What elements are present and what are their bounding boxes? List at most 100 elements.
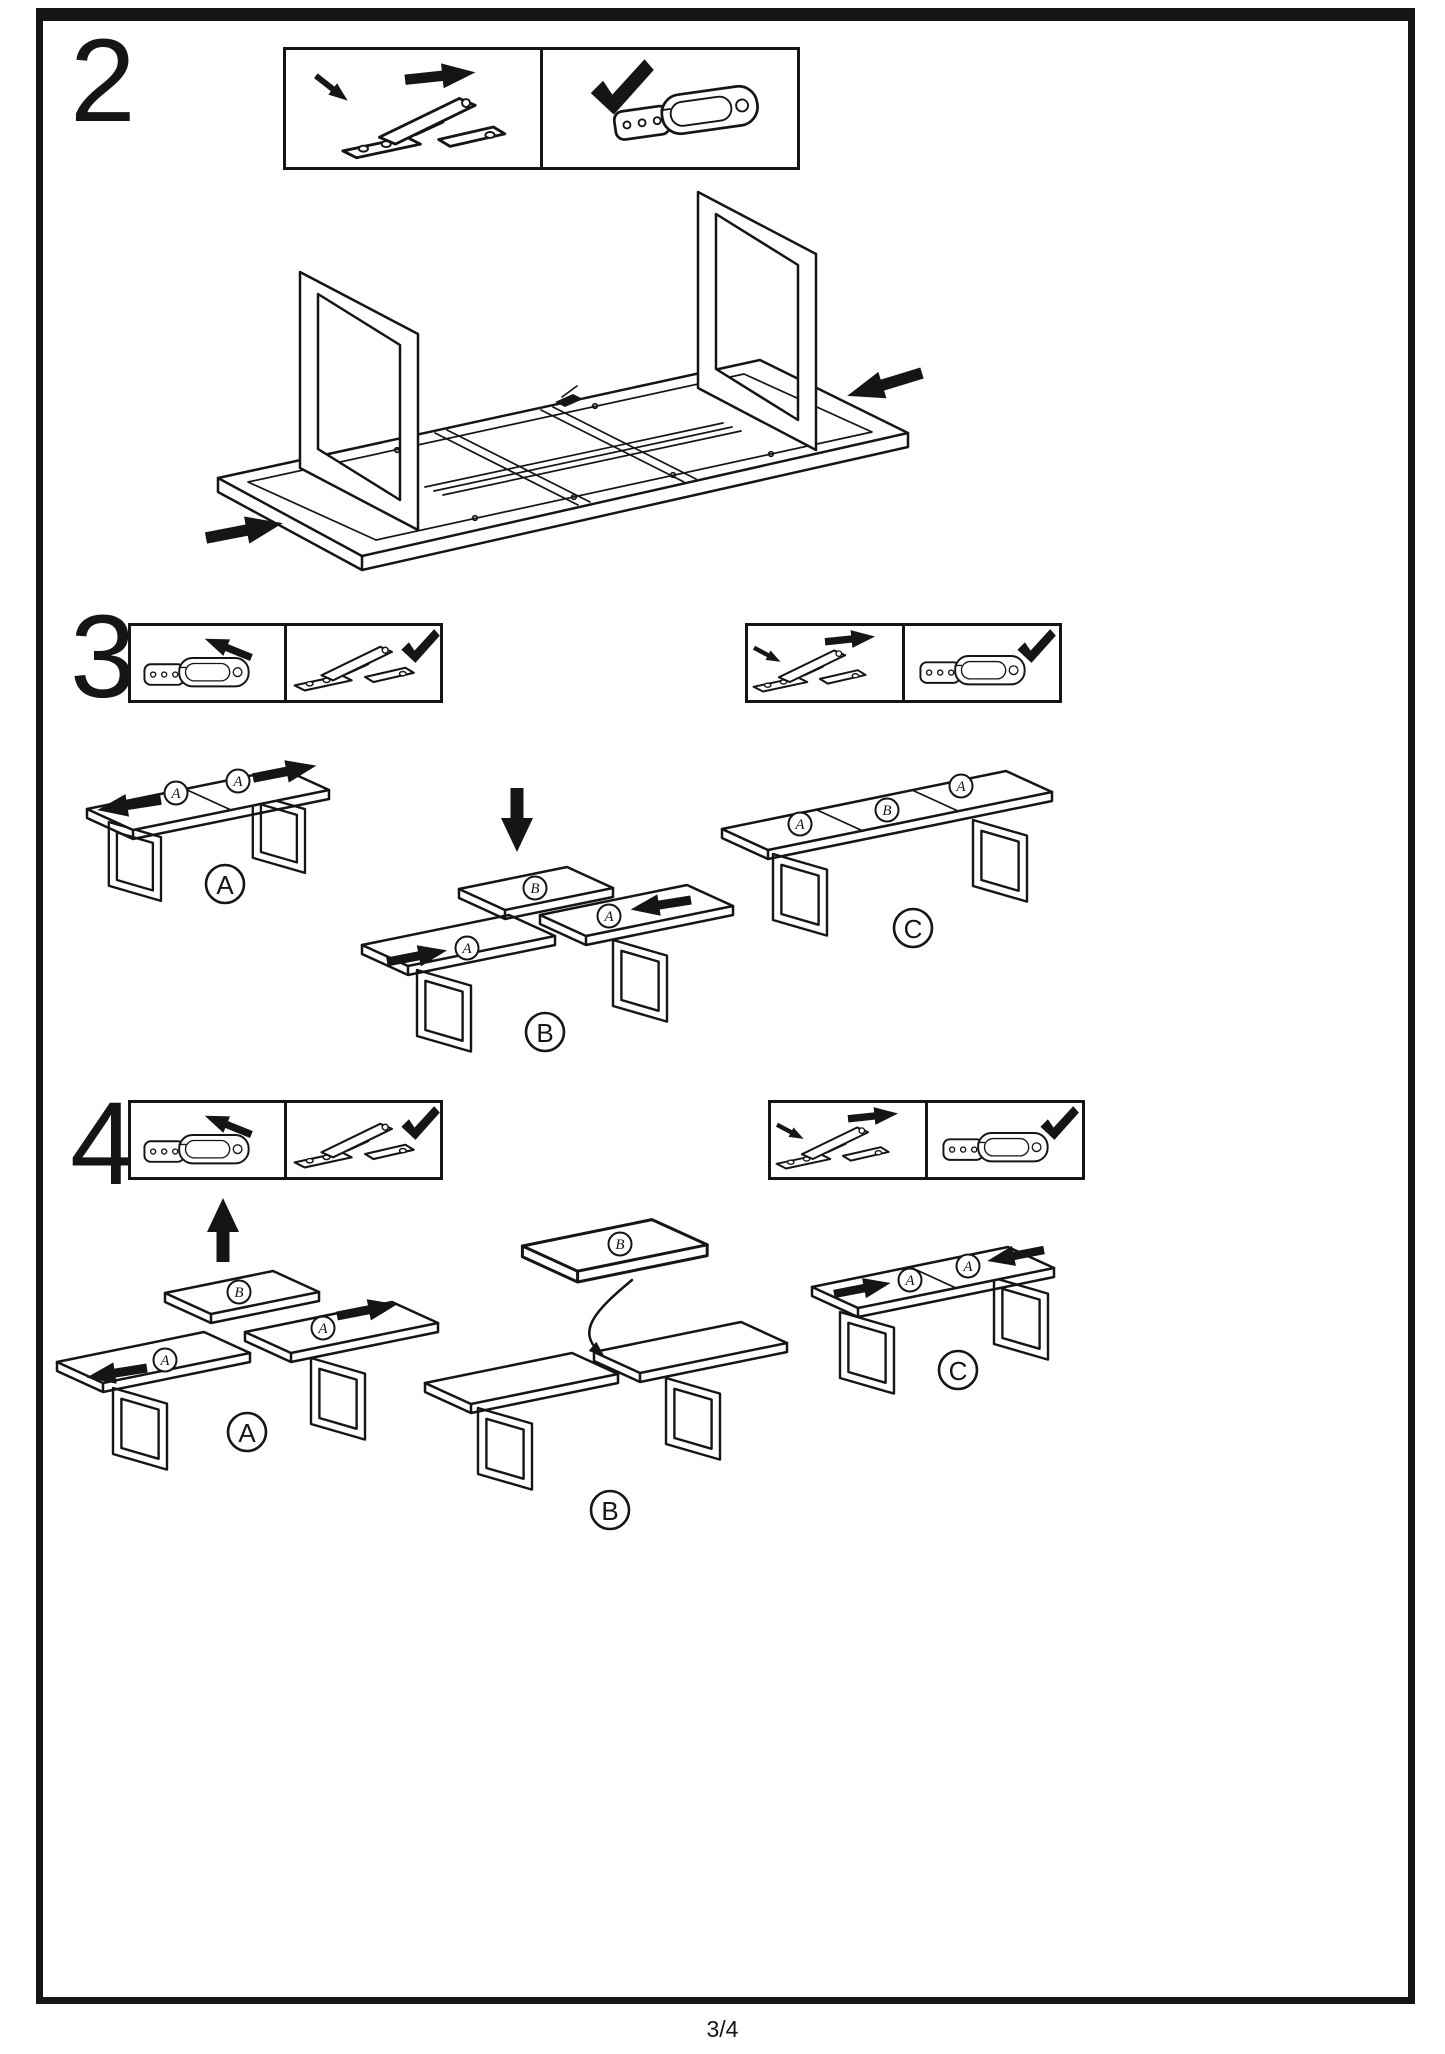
diagram-label-text: C [904,914,923,944]
step-4-number: 4 [70,1078,136,1210]
checkmark-icon [401,1106,440,1140]
table-leg-right [971,818,1029,903]
part-tag-label: B [615,1237,624,1253]
press-arrow-icon [774,1120,807,1144]
diagram-label-text: B [601,1496,618,1526]
table-leg-right [309,1356,367,1441]
press-arrow-icon [311,70,353,107]
tabletop-right-half [592,1320,789,1384]
diagram-label: B [589,1489,631,1531]
leg-frame-right [696,190,818,452]
part-tag-label: A [904,1273,915,1289]
page-number: 3/4 [706,2016,739,2042]
part-tag-label: B [530,881,539,897]
table-leg-left [415,968,473,1053]
part-tag-label: A [159,1353,170,1369]
latch-ok-cell [284,626,440,700]
step-4-latch-close-box [768,1100,1085,1180]
remove-up-arrow-icon [207,1198,239,1262]
part-tag-label: B [234,1285,243,1301]
part-tag-label: A [603,909,614,925]
diagram-label-text: C [949,1356,968,1386]
diagram-label: B [524,1011,566,1053]
step-3-latch-close-box [745,623,1062,703]
part-tag: A [310,1315,336,1341]
latch-closed-icon [919,655,1026,686]
slide-right-arrow-icon [847,1104,899,1128]
latch-action-cell [748,626,902,700]
step-3-diagram-b: B A A B [360,788,735,1053]
part-tag-label: B [882,803,891,819]
diagram-label: A [204,863,246,905]
latch-ok-cell [925,1103,1082,1177]
extension-slide-rails [424,422,742,496]
step-3-diagram-c: A B A C [720,769,1054,949]
latch-open-icon [293,1122,415,1169]
step-3-number: 3 [70,591,136,723]
latch-ok-drawing [590,59,762,145]
part-tag: A [152,1347,178,1373]
latch-open-icon [293,645,415,692]
step-2-latch-instruction-box [283,47,800,170]
push-arrow-right-icon [843,359,927,410]
latch-action-cell [286,50,540,167]
part-tag-label: A [170,786,181,802]
diagram-label-text: A [216,870,234,900]
part-tag: A [787,811,813,837]
tabletop-left-half [423,1351,620,1415]
part-tag-label: A [461,941,472,957]
latch-action-cell [131,1103,284,1177]
part-tag-label: A [232,774,243,790]
center-latch-detail [555,385,583,407]
checkmark-icon [401,629,440,663]
table-leg-left [838,1310,896,1395]
step-4-diagram-c: A A C [810,1239,1056,1395]
part-tag-label: A [955,779,966,795]
table-leg-right [611,938,669,1023]
part-tag: A [897,1267,923,1293]
table-leg-left [111,1386,169,1471]
latch-ok-cell [902,626,1059,700]
part-tag-label: A [317,1321,328,1337]
store-curve-arrow-icon [588,1278,634,1356]
part-tag: B [226,1279,252,1305]
diagram-label-text: B [536,1018,553,1048]
latch-closed-icon [610,82,762,145]
insert-down-arrow-icon [501,788,533,852]
part-tag: B [874,797,900,823]
latch-ok-cell [284,1103,440,1177]
part-tag: A [596,903,622,929]
step-4-diagram-a: B A A A [55,1198,440,1471]
part-tag-label: A [962,1259,973,1275]
diagram-label: C [892,907,934,949]
part-tag: A [948,773,974,799]
press-arrow-icon [751,643,784,667]
push-arrow-left-icon [203,509,286,552]
step-4-latch-open-box [128,1100,443,1180]
page-border [36,8,1415,2004]
latch-action-drawing [311,59,507,160]
step-3-diagram-a: A A A [85,754,331,905]
latch-action-cell [131,626,284,700]
part-tag: A [454,935,480,961]
step-2-number: 2 [70,15,136,147]
table-leg-right [992,1276,1050,1361]
checkmark-icon [590,59,654,115]
step-3-latch-open-box [128,623,443,703]
part-tag-label: A [794,817,805,833]
leg-frame-left [298,270,420,532]
latch-ok-cell [540,50,797,167]
latch-closed-icon [143,1133,250,1165]
part-tag: A [225,768,251,794]
latch-open-icon [341,97,507,160]
latch-action-cell [771,1103,925,1177]
diagram-label-text: A [238,1418,256,1448]
slide-right-arrow-icon [403,59,477,93]
latch-closed-icon [942,1132,1049,1163]
table-leg-right [664,1376,722,1461]
checkmark-icon [1017,629,1056,663]
step-2-frame-assembly-figure [203,190,927,572]
checkmark-icon [1040,1106,1079,1140]
slide-right-arrow-icon [824,627,876,651]
